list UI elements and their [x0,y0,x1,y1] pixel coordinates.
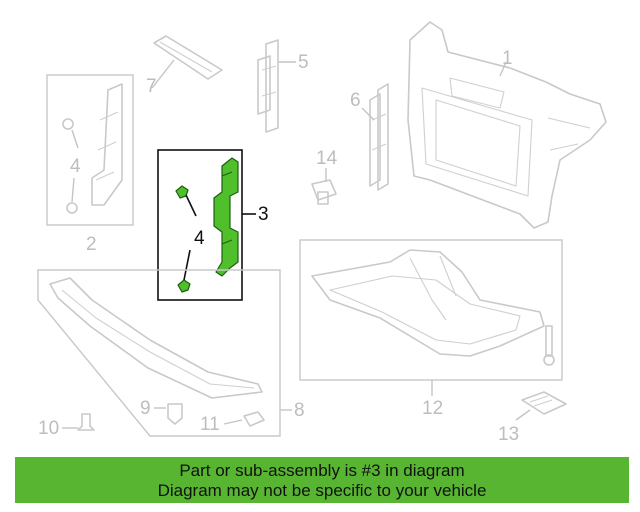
part-2-box [46,74,134,226]
part-13-bracket[interactable]: 13 [498,391,567,445]
label-4-box3: 4 [194,228,205,249]
label-2: 2 [86,234,97,255]
part-1-frame[interactable]: 1 [407,21,607,229]
label-12: 12 [422,398,443,419]
banner-line-2: Diagram may not be specific to your vehi… [157,481,487,500]
part-6-bracket[interactable]: 6 [350,83,389,191]
part-3-green-bracket[interactable] [213,157,239,277]
part-10-pin[interactable]: 10 [38,413,95,439]
label-6: 6 [350,90,361,111]
label-5: 5 [298,52,309,73]
banner-line-1: Part or sub-assembly is #3 in diagram [179,461,465,480]
part-5-bracket[interactable]: 5 [257,39,309,133]
info-banner: Part or sub-assembly is #3 in diagram Di… [15,457,629,503]
label-8: 8 [294,400,305,421]
label-9: 9 [140,398,151,419]
parts-diagram: 7 5 4 2 4 3 6 [37,21,607,445]
label-3: 3 [258,204,269,225]
label-4-box2: 4 [70,156,81,177]
part-7-plate[interactable]: 7 [146,35,223,97]
label-10: 10 [38,418,59,439]
part-8-box [37,269,281,437]
label-7: 7 [146,76,157,97]
part-14-sensor[interactable]: 14 [311,148,338,205]
part-2-group[interactable]: 4 2 [46,74,134,255]
part-12-box [299,239,563,381]
clip-upper[interactable] [175,185,189,199]
part-8-group[interactable]: 8 [37,269,305,437]
label-11: 11 [200,414,220,435]
label-14: 14 [316,148,338,169]
label-13: 13 [498,424,519,445]
clip-lower[interactable] [177,279,191,293]
part-3-box [157,149,243,301]
part-9-clip[interactable]: 9 [140,398,183,425]
part-11-clip[interactable]: 11 [200,411,265,435]
label-1: 1 [502,48,513,69]
part-3-group[interactable]: 4 3 [157,149,269,301]
part-12-group[interactable]: 12 [299,239,563,419]
